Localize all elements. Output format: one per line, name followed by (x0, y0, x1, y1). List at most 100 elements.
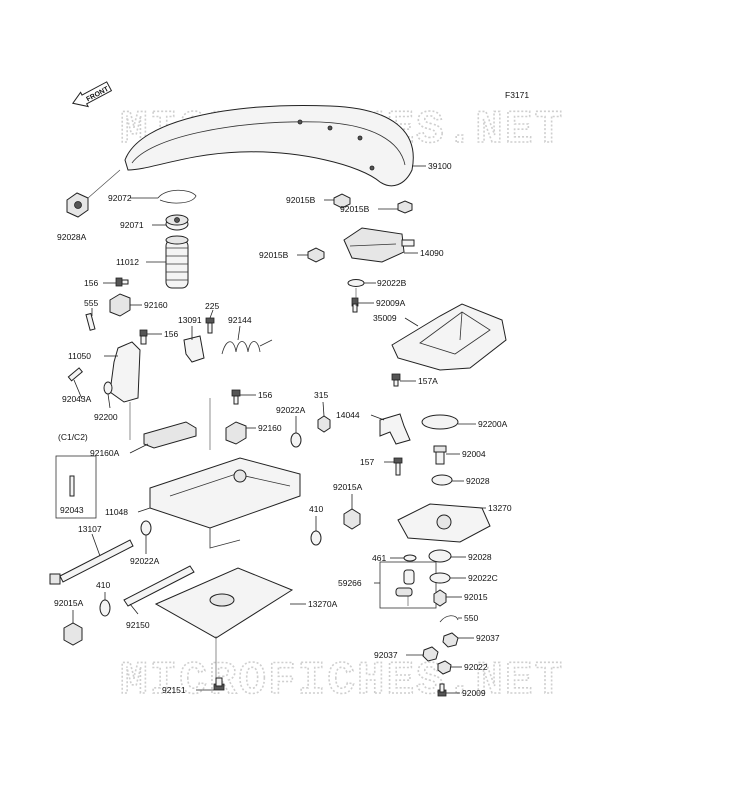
leader-lines (72, 165, 486, 694)
part-11050-bracket (109, 341, 141, 403)
part-92028-washer-a (431, 474, 453, 486)
part-13270A-plate (154, 567, 294, 639)
part-label-92160A: 92160A (90, 448, 120, 458)
part-461-washer (403, 554, 417, 562)
part-315-nut (317, 415, 331, 433)
assembly-guide-lines (87, 169, 409, 678)
part-label-315: 315 (314, 390, 328, 400)
part-label-550: 550 (464, 613, 478, 623)
part-92160-damper-a (109, 293, 131, 317)
part-92043-pin (69, 475, 75, 497)
part-14090-cover (343, 227, 415, 263)
part-92144-spring (221, 339, 273, 355)
part-label-39100: 39100 (428, 161, 452, 171)
part-label-156-a: 156 (84, 278, 98, 288)
group-box-c1-c2 (55, 455, 97, 519)
part-92009A-screw (351, 297, 359, 313)
part-92015B-clip-a (333, 193, 351, 209)
part-label-92144: 92144 (228, 315, 252, 325)
part-156-bolt-b (139, 329, 148, 345)
part-label-92150: 92150 (126, 620, 150, 630)
part-label-92015A-b: 92015A (54, 598, 84, 608)
part-410-washer-a (310, 530, 322, 546)
part-label-92160-b: 92160 (258, 423, 282, 433)
part-label-59266: 59266 (338, 578, 362, 588)
part-92004-stud (433, 445, 447, 465)
part-156-bolt-a (115, 277, 129, 287)
part-92150-rod (123, 565, 195, 607)
part-92071-grommet (165, 214, 189, 231)
part-label-410-a: 410 (309, 504, 323, 514)
watermark-bottom: MICROFICHES.NET (120, 655, 564, 707)
part-label-92200: 92200 (94, 412, 118, 422)
part-label-92022B: 92022B (377, 278, 407, 288)
part-92151-bolt (213, 677, 225, 691)
part-11012-boot (165, 235, 189, 289)
part-label-92037-a: 92037 (476, 633, 500, 643)
group-label: (C1/C2) (58, 432, 88, 442)
part-label-157: 157 (360, 457, 374, 467)
part-92160A-damper (143, 421, 197, 449)
part-label-13091: 13091 (178, 315, 202, 325)
part-92015B-clip-c (307, 247, 325, 263)
part-label-92015B-c: 92015B (259, 250, 289, 260)
part-92022B-washer (347, 279, 365, 287)
part-92015-nut (433, 589, 447, 607)
part-13107-bolt (49, 539, 134, 585)
part-label-35009: 35009 (373, 313, 397, 323)
part-label-92028-a: 92028 (466, 476, 490, 486)
part-label-156-b: 156 (164, 329, 178, 339)
part-label-92160-a: 92160 (144, 300, 168, 310)
part-label-92022A-b: 92022A (130, 556, 160, 566)
part-555-pin (85, 312, 96, 331)
part-label-92009A: 92009A (376, 298, 406, 308)
part-label-14090: 14090 (420, 248, 444, 258)
part-label-92009: 92009 (462, 688, 486, 698)
part-label-92022A-a: 92022A (276, 405, 306, 415)
part-label-92022C: 92022C (468, 573, 498, 583)
part-92022-washer (437, 660, 452, 675)
part-label-92200A: 92200A (478, 419, 508, 429)
part-92015A-nut-a (343, 508, 361, 530)
part-92037-clip-b (422, 646, 439, 662)
part-92015A-nut-b (63, 622, 83, 646)
part-label-92015B-a: 92015B (286, 195, 316, 205)
part-label-92072: 92072 (108, 193, 132, 203)
part-92072-clamp (157, 189, 197, 204)
part-label-92151: 92151 (162, 685, 186, 695)
part-13270-plate (397, 503, 491, 543)
part-label-92071: 92071 (120, 220, 144, 230)
part-92022A-washer-b (140, 520, 152, 536)
part-92028A-knob (66, 192, 89, 218)
part-92037-clip-a (442, 632, 459, 648)
part-label-156-c: 156 (258, 390, 272, 400)
part-11048-base-tray (149, 457, 301, 549)
part-label-555: 555 (84, 298, 98, 308)
part-label-92037-b: 92037 (374, 650, 398, 660)
part-92015B-clip-b (397, 200, 413, 214)
figure-code: F3171 (505, 90, 529, 100)
part-39100-cover (124, 105, 414, 187)
part-label-92043: 92043 (60, 505, 84, 515)
part-157-bolt (393, 457, 403, 476)
part-label-13270A: 13270A (308, 599, 338, 609)
part-label-92022: 92022 (464, 662, 488, 672)
part-92022A-washer-a (290, 432, 302, 448)
part-label-92004: 92004 (462, 449, 486, 459)
part-92200-washer (103, 381, 113, 395)
part-label-225: 225 (205, 301, 219, 311)
part-label-92028-b: 92028 (468, 552, 492, 562)
part-label-92015A-a: 92015A (333, 482, 363, 492)
part-35009-bracket (391, 303, 507, 371)
part-59266-assembly (379, 561, 437, 609)
part-92028-washer-b (428, 549, 452, 563)
part-92022C-washer (429, 572, 451, 584)
part-label-11012: 11012 (116, 257, 139, 267)
part-225-bolt (205, 317, 215, 334)
part-92200A-washer (421, 414, 459, 430)
part-14044-bracket (379, 413, 411, 445)
part-label-13107: 13107 (78, 524, 102, 534)
part-label-92043A: 92043A (62, 394, 92, 404)
